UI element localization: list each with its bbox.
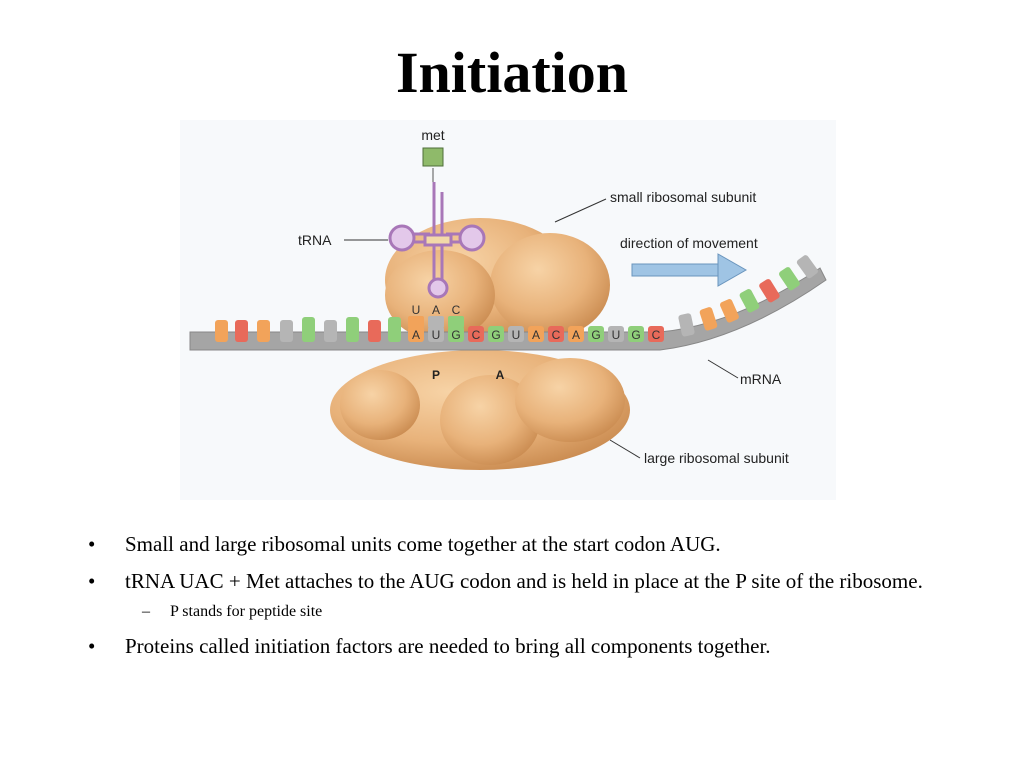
bullet-marker: •: [88, 532, 96, 556]
slide-title: Initiation: [395, 40, 629, 105]
bullet-marker: •: [88, 569, 96, 593]
met-label: met: [421, 127, 444, 143]
codon-base: U: [612, 328, 621, 342]
mrna-bases: [215, 255, 818, 342]
direction-arrow-icon: [631, 253, 748, 287]
bullet-item: • tRNA UAC + Met attaches to the AUG cod…: [88, 567, 948, 596]
bullet-text: Proteins called initiation factors are n…: [125, 634, 771, 658]
bullet-marker: •: [88, 634, 96, 658]
codon-base: G: [591, 328, 600, 342]
translation-initiation-figure: A U G C G U A C A G U G C U A C met: [180, 120, 836, 500]
anticodon-base: A: [432, 303, 440, 317]
codon-base: A: [572, 328, 580, 342]
leader-lines: [344, 198, 739, 459]
bullet-item: • Small and large ribosomal units come t…: [88, 530, 948, 559]
codon-base: C: [472, 328, 481, 342]
p-site-label: P: [432, 368, 440, 382]
sub-bullet-marker: –: [142, 603, 150, 620]
trna-molecule: [388, 182, 486, 299]
sub-bullet-item: – P stands for peptide site: [88, 602, 948, 622]
large-subunit-label: large ribosomal subunit: [644, 450, 789, 466]
bullet-text: tRNA UAC + Met attaches to the AUG codon…: [125, 569, 923, 593]
mrna-label: mRNA: [740, 371, 782, 387]
sub-bullet-text: P stands for peptide site: [170, 603, 323, 620]
anticodon-base: U: [412, 303, 421, 317]
direction-label: direction of movement: [620, 235, 758, 251]
bullet-list: • Small and large ribosomal units come t…: [88, 530, 948, 669]
codon-base: G: [491, 328, 500, 342]
anticodon-base: C: [452, 303, 461, 317]
trna-label: tRNA: [298, 232, 332, 248]
large-ribosomal-subunit: [330, 350, 630, 470]
methionine-icon: [422, 147, 444, 167]
ribosome-diagram: A U G C G U A C A G U G C U A C met: [180, 120, 836, 500]
mrna-codon-letters: A U G C G U A C A G U G C: [412, 328, 661, 342]
small-subunit-label: small ribosomal subunit: [610, 189, 756, 205]
a-site-label: A: [496, 368, 505, 382]
bullet-text: Small and large ribosomal units come tog…: [125, 532, 721, 556]
codon-base: U: [512, 328, 521, 342]
codon-base: G: [631, 328, 640, 342]
codon-base: U: [432, 328, 441, 342]
anticodon-bases: [408, 316, 464, 328]
bullet-item: • Proteins called initiation factors are…: [88, 632, 948, 661]
codon-base: A: [532, 328, 540, 342]
codon-base: C: [552, 328, 561, 342]
codon-base: A: [412, 328, 420, 342]
codon-base: C: [652, 328, 661, 342]
codon-base: G: [451, 328, 460, 342]
